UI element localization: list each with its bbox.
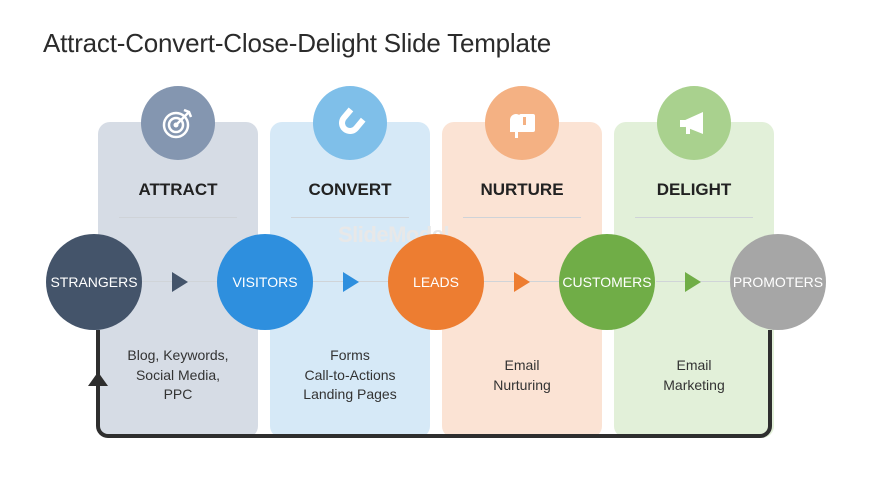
stage-label-delight: DELIGHT — [656, 180, 732, 199]
desc-line: Social Media, — [135, 366, 221, 383]
icon-circle-delight — [657, 86, 731, 160]
divider — [291, 217, 409, 218]
desc-attract: Blog, Keywords, Social Media, PPC — [98, 346, 258, 405]
target-icon — [162, 108, 193, 139]
desc-line: Blog, Keywords, — [127, 347, 229, 363]
desc-delight: Email Marketing — [614, 356, 774, 395]
divider — [119, 217, 237, 218]
desc-line: Call-to-Actions — [304, 366, 396, 383]
desc-line: Email — [676, 357, 712, 373]
node-strangers: STRANGERS — [46, 234, 142, 330]
stage-label-nurture: NURTURE — [480, 180, 564, 199]
icon-circle-convert — [313, 86, 387, 160]
desc-nurture: Email Nurturing — [442, 356, 602, 395]
node-promoters: PROMOTERS — [730, 234, 826, 330]
icon-circle-nurture — [485, 86, 559, 160]
desc-convert: Forms Call-to-Actions Landing Pages — [270, 346, 430, 405]
node-customers: CUSTOMERS — [559, 234, 655, 330]
flow-arrow-3 — [514, 272, 530, 292]
desc-line: Landing Pages — [303, 386, 397, 402]
flow-arrow-4 — [685, 272, 701, 292]
desc-line: PPC — [163, 386, 193, 402]
stage-label-convert: CONVERT — [308, 180, 392, 199]
desc-line: Marketing — [663, 376, 725, 393]
divider — [463, 217, 581, 218]
slide-title: Attract-Convert-Close-Delight Slide Temp… — [43, 28, 552, 58]
feedback-arrowhead — [88, 372, 108, 386]
stage-label-attract: ATTRACT — [138, 180, 218, 199]
flow-arrow-2 — [343, 272, 359, 292]
node-visitors: VISITORS — [217, 234, 313, 330]
divider — [635, 217, 753, 218]
desc-line: Forms — [330, 347, 370, 363]
magnet-icon — [339, 107, 366, 134]
mailbox-icon — [510, 114, 535, 138]
desc-line: Nurturing — [493, 376, 551, 393]
node-leads: LEADS — [388, 234, 484, 330]
desc-line: Email — [504, 357, 540, 373]
flow-arrow-1 — [172, 272, 188, 292]
icon-circle-attract — [141, 86, 215, 160]
megaphone-icon — [680, 112, 703, 134]
